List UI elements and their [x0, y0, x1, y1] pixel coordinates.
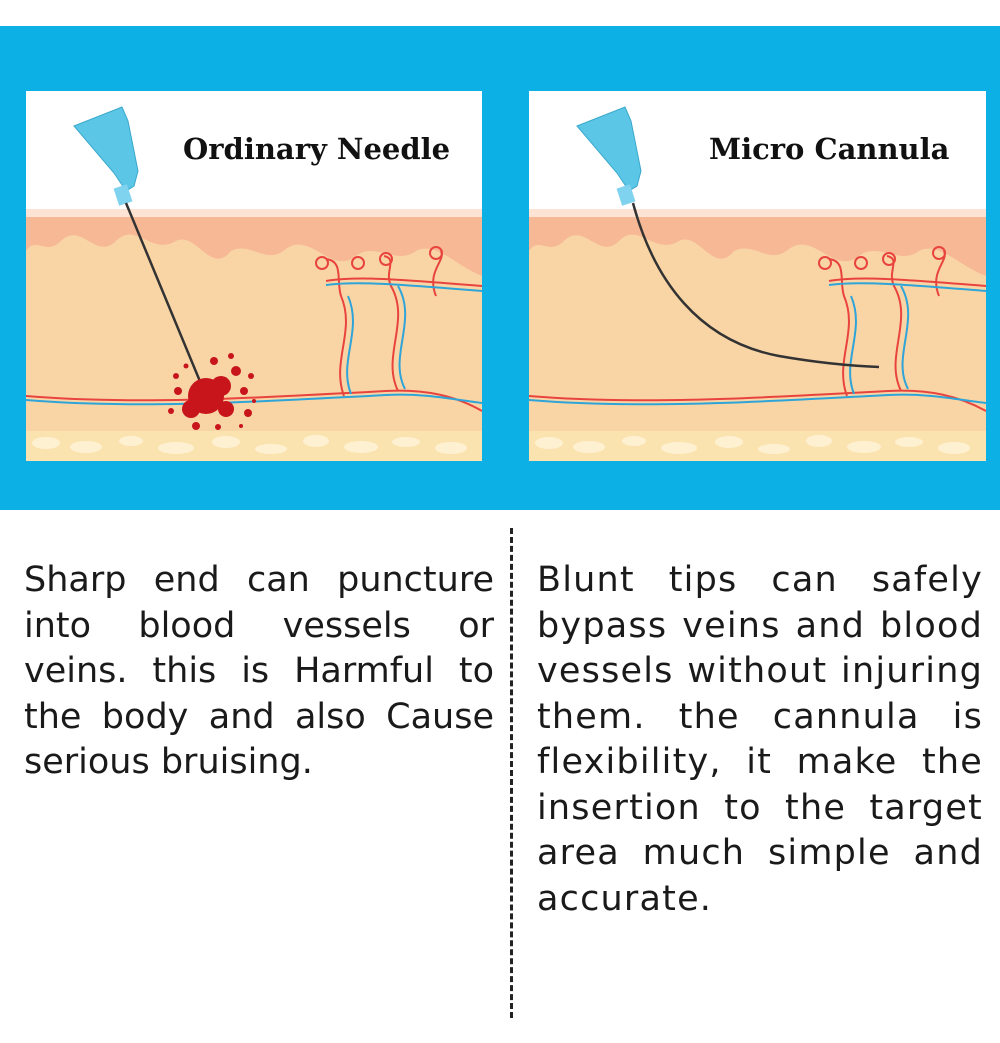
- ordinary-needle-description: Sharp end can puncture into blood vessel…: [24, 560, 494, 782]
- panel-title: Micro Cannula: [709, 132, 950, 166]
- blood-splatter: [168, 353, 256, 430]
- ordinary-needle-illustration: Ordinary Needle: [26, 91, 482, 461]
- micro-cannula-description: Blunt tips can safely bypass veins and b…: [537, 560, 983, 919]
- panel-title: Ordinary Needle: [183, 132, 451, 166]
- micro-cannula-illustration: Micro Cannula: [529, 91, 986, 461]
- skin-cross-section-needle: [26, 106, 482, 461]
- dashed-divider: [510, 528, 513, 1018]
- skin-cross-section-cannula: [529, 106, 986, 461]
